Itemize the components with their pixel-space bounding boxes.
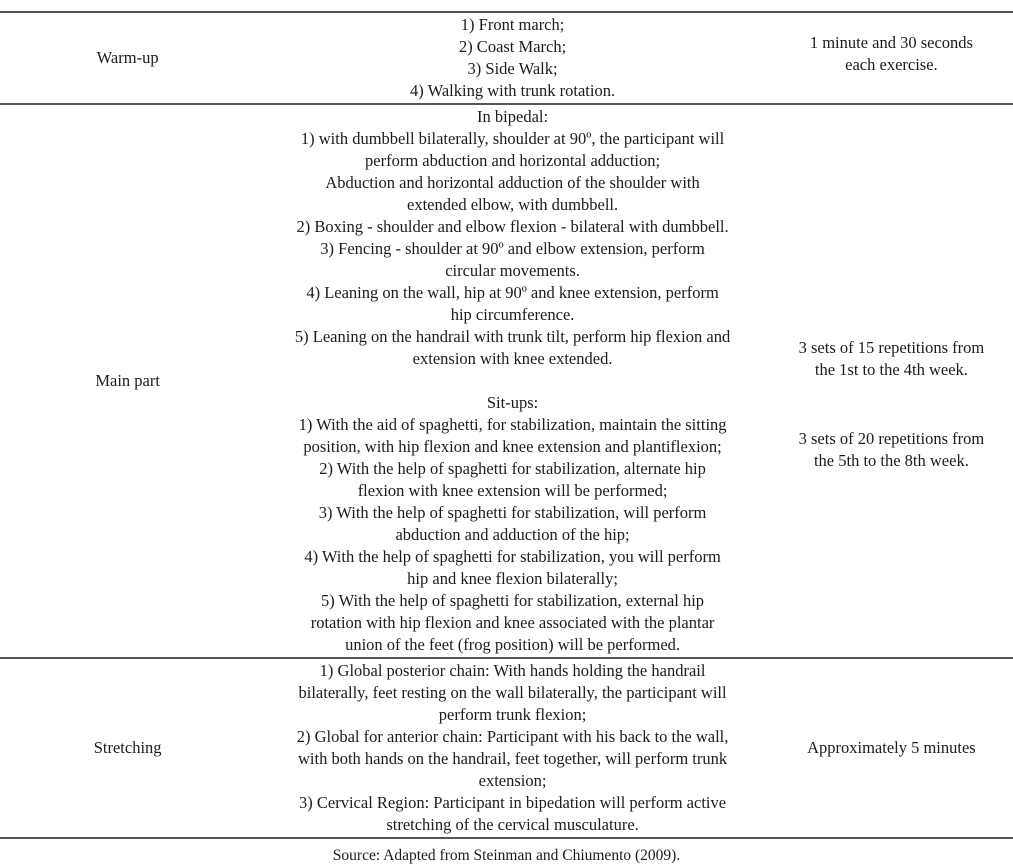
- description-line: 1) with dumbbell bilaterally, shoulder a…: [300, 129, 725, 148]
- description-line: extension;: [478, 771, 547, 790]
- phase-label: Warm-up: [96, 48, 159, 67]
- description-line: hip and knee flexion bilaterally;: [407, 569, 618, 588]
- description-line: 3) Fencing - shoulder at 90º and elbow e…: [320, 239, 705, 258]
- description-cell: In bipedal: 1) with dumbbell bilaterally,…: [255, 105, 770, 657]
- description-line: abduction and adduction of the hip;: [395, 525, 630, 544]
- exercise-protocol-table: Warm-up 1) Front march; 2) Coast March; 3)…: [0, 11, 1013, 839]
- phase-label: Stretching: [93, 738, 162, 757]
- description-line: 4) Leaning on the wall, hip at 90º and k…: [306, 283, 719, 302]
- description-line: In bipedal:: [477, 107, 549, 126]
- description-line: perform abduction and horizontal adducti…: [365, 151, 661, 170]
- description-line: rotation with hip flexion and knee assoc…: [310, 613, 715, 632]
- dosage-line: Approximately 5 minutes: [807, 738, 976, 757]
- dosage-cell: Approximately 5 minutes: [770, 659, 1013, 837]
- description-line: 2) Boxing - shoulder and elbow flexion -…: [296, 217, 729, 236]
- table-row: Main part In bipedal: 1) with dumbbell bi…: [0, 105, 1013, 659]
- dosage-line: each exercise.: [845, 55, 938, 74]
- phase-cell: Warm-up: [0, 13, 255, 103]
- description-line: stretching of the cervical musculature.: [386, 815, 639, 834]
- phase-label: Main part: [95, 371, 160, 390]
- description-line: [263, 370, 762, 392]
- dosage-line: 3 sets of 15 repetitions from: [798, 337, 985, 357]
- description-line: 2) With the help of spaghetti for stabil…: [319, 459, 706, 478]
- description-line: extended elbow, with dumbbell.: [407, 195, 619, 214]
- description-line: 5) Leaning on the handrail with trunk ti…: [294, 327, 731, 346]
- table-row: Stretching 1) Global posterior chain: Wi…: [0, 659, 1013, 839]
- description-line: flexion with knee extension will be perf…: [357, 481, 668, 500]
- dosage-cell: 1 minute and 30 seconds each exercise.: [770, 13, 1013, 103]
- phase-cell: Main part: [0, 105, 255, 657]
- description-line: position, with hip flexion and knee exte…: [303, 437, 722, 456]
- dosage-line: 1 minute and 30 seconds: [809, 33, 973, 52]
- description-line: 1) Front march;: [460, 15, 565, 34]
- description-line: 3) Side Walk;: [467, 59, 558, 78]
- dosage-block: 1 minute and 30 seconds each exercise.: [810, 32, 973, 76]
- table-row: Warm-up 1) Front march; 2) Coast March; 3)…: [0, 13, 1013, 105]
- description-line: 1) With the aid of spaghetti, for stabil…: [298, 415, 727, 434]
- description-line: 1) Global posterior chain: With hands ho…: [319, 661, 706, 680]
- description-line: hip circumference.: [450, 305, 575, 324]
- dosage-line: the 1st to the 4th week.: [814, 359, 968, 379]
- phase-cell: Stretching: [0, 659, 255, 837]
- dosage-line: the 5th to the 8th week.: [813, 450, 969, 470]
- description-line: 2) Coast March;: [458, 37, 567, 56]
- description-line: bilaterally, feet resting on the wall bi…: [298, 683, 727, 702]
- description-cell: 1) Global posterior chain: With hands ho…: [255, 659, 770, 837]
- description-line: 5) With the help of spaghetti for stabil…: [321, 591, 705, 610]
- description-line: 3) Cervical Region: Participant in biped…: [299, 793, 727, 812]
- description-line: circular movements.: [445, 261, 580, 280]
- description-line: 4) Walking with trunk rotation.: [410, 81, 616, 100]
- description-line: 3) With the help of spaghetti for stabil…: [318, 503, 707, 522]
- description-line: 2) Global for anterior chain: Participan…: [296, 727, 729, 746]
- description-cell: 1) Front march; 2) Coast March; 3) Side Wa…: [255, 13, 770, 103]
- description-line: union of the feet (frog position) will b…: [345, 635, 681, 654]
- dosage-line: 3 sets of 20 repetitions from: [798, 428, 985, 448]
- source-note: Source: Adapted from Steinman and Chiume…: [332, 847, 681, 864]
- description-line: Abduction and horizontal adduction of th…: [325, 173, 700, 192]
- description-line: 4) With the help of spaghetti for stabil…: [304, 547, 721, 566]
- description-line: Sit-ups:: [486, 393, 539, 412]
- description-line: extension with knee extended.: [412, 349, 613, 368]
- dosage-block: Approximately 5 minutes: [807, 737, 976, 759]
- description-line: perform trunk flexion;: [438, 705, 587, 724]
- description-line: with both hands on the handrail, feet to…: [297, 749, 728, 768]
